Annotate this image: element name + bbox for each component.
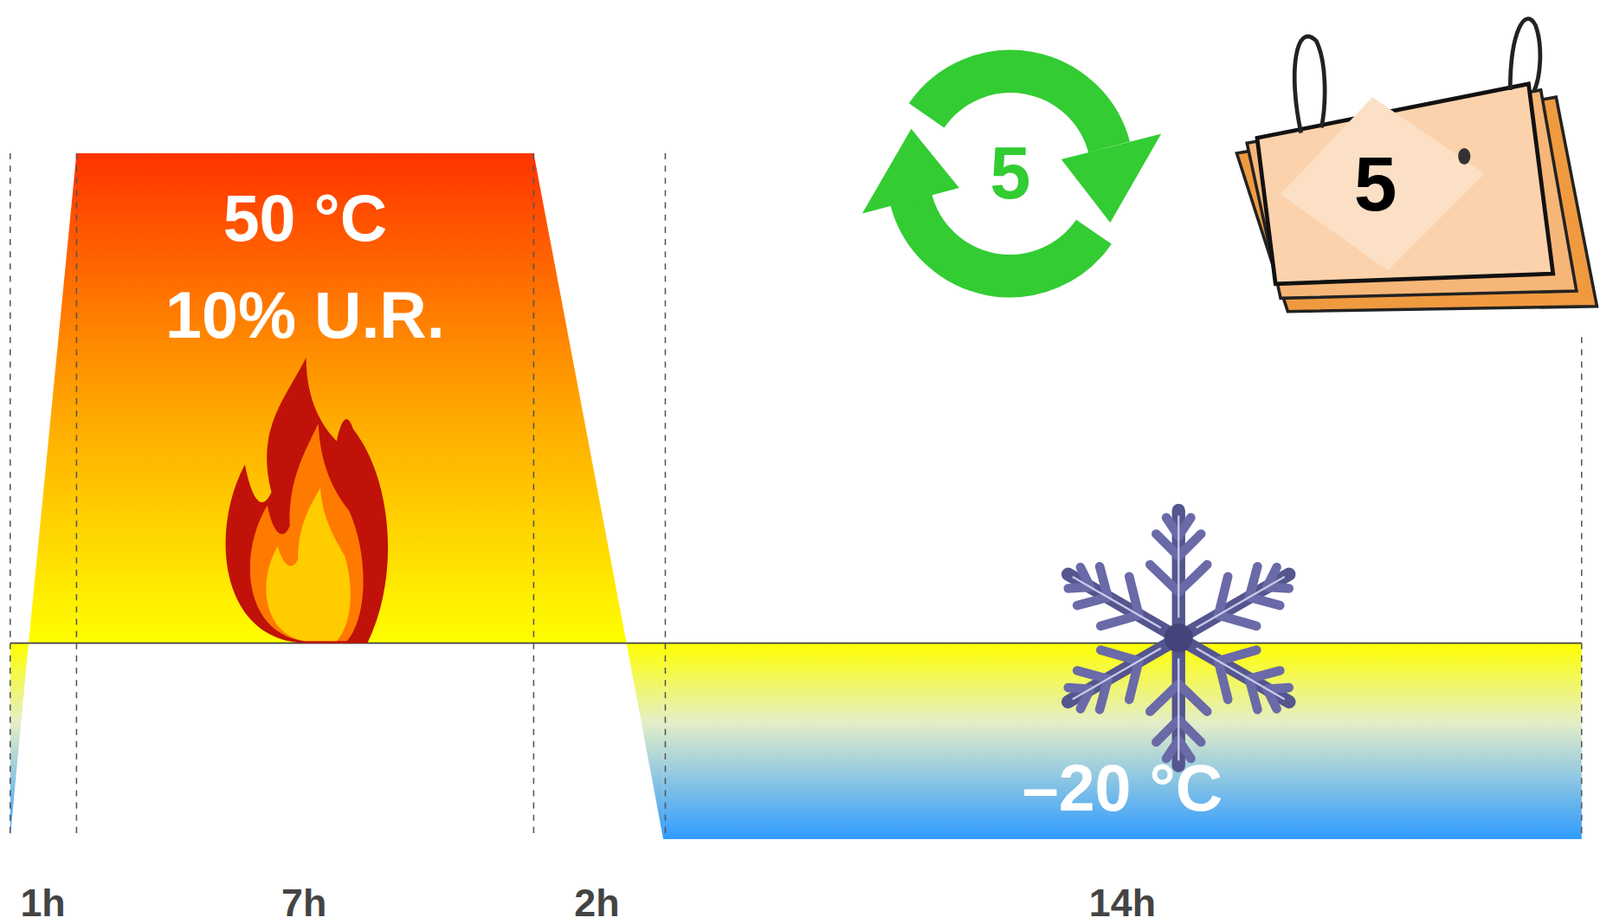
- cold-phase-band: –20 °C: [663, 643, 1582, 839]
- node-text: 5: [1324, 142, 1427, 225]
- day-count: 5: [1324, 127, 1427, 240]
- hot-fill: [28, 153, 627, 644]
- calendar-icon: [1236, 19, 1597, 312]
- duration-text: 14h: [1089, 880, 1156, 924]
- flame-icon: [225, 357, 389, 644]
- duration-text: 2h: [574, 880, 620, 924]
- snowflake-icon: [1053, 509, 1304, 766]
- node-text: 5: [948, 132, 1071, 214]
- zero-axis: [10, 642, 1582, 645]
- cycle-count: 5: [948, 112, 1071, 235]
- ramp-fill: [10, 643, 29, 838]
- node-text: 10% U.R.: [76, 267, 534, 365]
- cycle-arrows: [862, 70, 1162, 276]
- duration-text: 1h: [19, 880, 65, 924]
- duration-label: 14h: [1089, 880, 1156, 924]
- ramp-fill: [626, 643, 664, 839]
- duration-label: 7h: [281, 880, 327, 924]
- duration-text: 7h: [281, 880, 327, 924]
- duration-label: 1h: [19, 880, 65, 924]
- node-text: –20 °C: [663, 747, 1582, 829]
- hot-phase-band: 50 °C10% U.R.: [76, 153, 534, 644]
- duration-label: 2h: [574, 880, 620, 924]
- node-text: 50 °C: [76, 170, 534, 268]
